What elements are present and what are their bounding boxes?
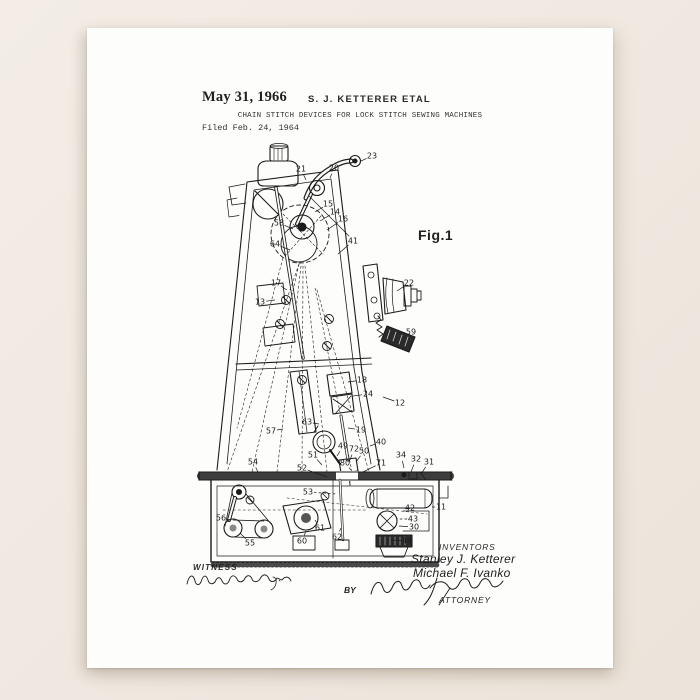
leader-line-32 bbox=[411, 465, 414, 472]
leader-line-14 bbox=[320, 215, 330, 221]
part-label-22: 22 bbox=[404, 279, 414, 288]
part-label-20: 20 bbox=[329, 164, 339, 173]
part-label-72: 72 bbox=[349, 445, 359, 454]
part-label-32: 32 bbox=[411, 455, 421, 464]
leader-line-61 bbox=[315, 520, 317, 523]
part-label-51: 51 bbox=[308, 451, 318, 460]
leader-line-62 bbox=[339, 528, 341, 532]
leader-line-19 bbox=[348, 428, 355, 429]
bed-looper-mechanism bbox=[366, 489, 432, 557]
part-label-53: 53 bbox=[303, 488, 313, 497]
leader-line-24 bbox=[353, 395, 362, 396]
part-label-57: 57 bbox=[266, 427, 276, 436]
part-label-31: 31 bbox=[424, 458, 434, 467]
leader-line-34 bbox=[402, 461, 404, 468]
leader-line-51 bbox=[317, 459, 322, 465]
leader-line-30 bbox=[399, 526, 408, 527]
part-label-80: 80 bbox=[340, 459, 350, 468]
leader-line-12 bbox=[383, 397, 394, 401]
part-label-49: 49 bbox=[338, 442, 348, 451]
part-label-44: 44 bbox=[402, 537, 412, 546]
part-label-18: 18 bbox=[357, 376, 367, 385]
leader-line-18 bbox=[348, 381, 356, 382]
bed-left-linkage bbox=[224, 485, 273, 538]
part-label-71: 71 bbox=[376, 459, 386, 468]
part-label-56: 56 bbox=[216, 514, 226, 523]
leader-line-54 bbox=[256, 467, 258, 472]
screw-heads bbox=[276, 296, 334, 385]
leader-line-72 bbox=[350, 455, 352, 460]
part-label-59: 59 bbox=[406, 328, 416, 337]
leader-line-23 bbox=[361, 158, 367, 161]
part-label-34: 34 bbox=[396, 451, 406, 460]
part-label-42: 42 bbox=[405, 504, 415, 513]
part-label-62: 62 bbox=[332, 533, 342, 542]
part-label-23: 23 bbox=[367, 152, 377, 161]
part-label-58: 58 bbox=[274, 219, 284, 228]
leader-line-15 bbox=[315, 207, 323, 212]
part-label-54: 54 bbox=[248, 458, 258, 467]
part-label-11: 11 bbox=[436, 503, 446, 512]
part-label-19: 19 bbox=[356, 426, 366, 435]
leader-line-40 bbox=[370, 444, 375, 446]
part-label-52: 52 bbox=[297, 464, 307, 473]
patent-print-paper: May 31, 1966 S. J. KETTERER ETAL CHAIN S… bbox=[87, 28, 613, 668]
needle-plate bbox=[199, 471, 452, 481]
part-label-55: 55 bbox=[245, 539, 255, 548]
part-label-13: 13 bbox=[255, 298, 265, 307]
patent-drawing: 2321201514165864411713225918241263195740… bbox=[87, 28, 613, 668]
part-label-41: 41 bbox=[348, 237, 358, 246]
part-label-50: 50 bbox=[359, 447, 369, 456]
witness-signature bbox=[187, 575, 291, 590]
part-label-30: 30 bbox=[409, 523, 419, 532]
leader-line-49 bbox=[337, 451, 340, 456]
part-label-24: 24 bbox=[363, 390, 373, 399]
attorney-signature bbox=[371, 578, 503, 605]
part-label-60: 60 bbox=[297, 537, 307, 546]
leader-line-20 bbox=[330, 174, 332, 178]
part-label-63: 63 bbox=[302, 418, 312, 427]
part-label-61: 61 bbox=[315, 524, 325, 533]
leader-line-80 bbox=[349, 468, 351, 470]
leader-line-71 bbox=[363, 466, 376, 472]
leader-line-53 bbox=[314, 492, 337, 494]
part-label-12: 12 bbox=[395, 399, 405, 408]
leader-line-21 bbox=[303, 174, 306, 180]
part-label-21: 21 bbox=[296, 165, 306, 174]
part-label-40: 40 bbox=[376, 438, 386, 447]
handwheel-pulley bbox=[363, 264, 421, 352]
part-number-callouts: 2321201514165864411713225918241263195740… bbox=[216, 152, 446, 548]
part-label-64: 64 bbox=[270, 240, 280, 249]
part-label-16: 16 bbox=[338, 215, 348, 224]
part-label-17: 17 bbox=[271, 279, 281, 288]
leader-line-63 bbox=[313, 423, 319, 424]
leader-line-13 bbox=[266, 300, 275, 301]
